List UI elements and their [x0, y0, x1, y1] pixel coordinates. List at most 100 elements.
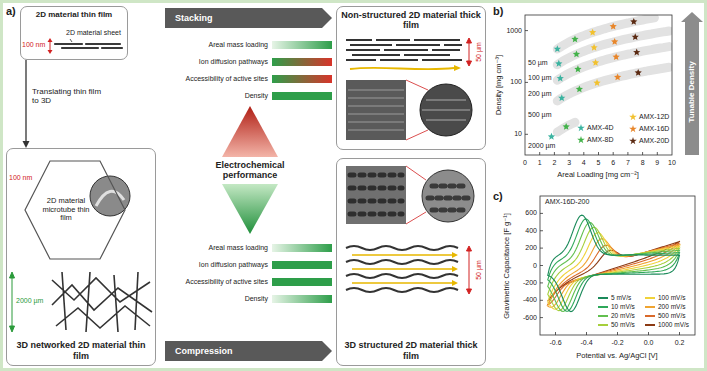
tick-label: 3 — [567, 159, 571, 167]
sem-image — [346, 166, 406, 224]
property-label: Ion diffusion pathways — [199, 58, 268, 66]
property-bar — [272, 75, 332, 83]
property-bar — [272, 92, 332, 100]
legend-label: 5 mV/s — [611, 294, 631, 301]
data-star — [613, 53, 620, 60]
performance-triangle — [222, 184, 278, 234]
scale-arrow — [50, 41, 51, 51]
arrow-shape — [165, 341, 332, 361]
tick-label: 8 — [641, 159, 645, 167]
tick-label: 0 — [533, 261, 537, 269]
ion-path-arrow — [350, 68, 454, 70]
data-star — [611, 38, 618, 45]
data-star — [633, 49, 640, 56]
legend-label: 200 mV/s — [658, 303, 685, 310]
scale-arrow-head — [48, 38, 53, 54]
property-label: Accessibility of active sites — [186, 278, 268, 286]
leader-line — [70, 39, 72, 42]
data-star — [573, 50, 580, 57]
thickness-band — [557, 122, 575, 132]
data-star — [576, 85, 583, 92]
thickness-band — [557, 67, 669, 101]
data-star — [574, 65, 581, 72]
property-label: Accessibility of active sites — [186, 75, 268, 83]
data-star — [614, 73, 621, 80]
tick-label: -0.2 — [611, 339, 623, 347]
legend-swatch — [629, 125, 637, 133]
sem-image — [346, 80, 406, 140]
edge-label: Translating thin film to 3D — [32, 87, 106, 105]
axis-title: Density [mg cm⁻³] — [495, 55, 504, 115]
tick-label: -200 — [523, 279, 537, 287]
box-title: 3D structured 2D material thick film — [337, 340, 485, 361]
tick-label: 0.2 — [675, 339, 685, 347]
part-label: 2D material sheet — [66, 29, 121, 37]
property-label: Areal mass loading — [208, 41, 268, 49]
performance-triangle — [222, 106, 278, 157]
axis-title: Gravimetric Capacitance [F g⁻¹] — [503, 213, 512, 319]
tick-label: -400 — [523, 296, 537, 304]
legend-swatch — [598, 297, 608, 299]
sem-texture — [348, 90, 404, 130]
arrow-label: Compression — [175, 346, 233, 356]
tube-network — [52, 272, 152, 332]
data-star — [571, 35, 578, 42]
legend-label: 10 mV/s — [611, 303, 635, 310]
box-title: 3D networked 2D material thin film — [7, 340, 155, 361]
legend-label: AMX-4D — [587, 124, 613, 132]
sem-pores — [428, 186, 468, 210]
scale-label: 2000 µm — [16, 297, 43, 305]
property-label: Ion diffusion pathways — [199, 261, 268, 269]
axis-title: Potential vs. Ag/AgCl [V] — [576, 352, 657, 361]
legend-label: AMX-12D — [639, 113, 669, 121]
property-bar — [272, 295, 332, 303]
legend-swatch — [629, 137, 637, 145]
arrow-label: Tunable Density — [687, 61, 696, 122]
legend-swatch — [577, 136, 585, 144]
arrow-head — [23, 141, 30, 148]
microtube-hexagon: 2D material microtube thin film — [25, 161, 125, 259]
tick-label: 7 — [626, 159, 630, 167]
tick-label: 600 — [525, 209, 537, 217]
panel-letter: c) — [493, 190, 503, 203]
data-star — [592, 59, 599, 66]
sem-pores — [350, 175, 402, 214]
arrow-shape — [681, 12, 703, 155]
legend-label: 20 mV/s — [611, 312, 635, 319]
scale-label: 100 nm — [22, 41, 45, 49]
tick-label: 4 — [582, 159, 586, 167]
panel-letter: b) — [493, 5, 503, 18]
scale-label: 50 µm — [475, 260, 483, 280]
thickness-bands — [557, 18, 669, 132]
tick-label: 0 — [523, 159, 527, 167]
data-star — [558, 94, 565, 101]
ion-path-arrow — [352, 255, 452, 283]
thickness-label: 100 µm — [528, 74, 552, 82]
data-star — [610, 23, 617, 30]
thickness-label: 200 µm — [528, 90, 552, 98]
legend-swatch — [598, 306, 608, 308]
material-sheet — [55, 44, 122, 48]
legend-label: AMX-16D — [639, 125, 669, 133]
legend-swatch — [645, 315, 655, 317]
sem-texture — [422, 100, 470, 120]
tick-marks — [525, 31, 657, 155]
data-star — [630, 18, 637, 25]
legend-label: 1000 mV/s — [658, 321, 689, 328]
tick-label: -600 — [523, 314, 537, 322]
scale-arrow — [467, 246, 472, 294]
data-star — [590, 44, 597, 51]
connector-line — [25, 60, 26, 142]
box-title: Non-structured 2D material thick film — [337, 10, 485, 31]
data-star — [548, 133, 555, 140]
property-label: Areal mass loading — [208, 244, 268, 252]
legend-label: 100 mV/s — [658, 294, 685, 301]
data-star — [635, 69, 642, 76]
structured-sheets — [346, 246, 458, 292]
tick-label: 400 — [525, 227, 537, 235]
thickness-label: 50 µm — [528, 59, 548, 67]
plot-frame — [525, 15, 672, 155]
legend-label: AMX-20D — [639, 137, 669, 145]
legend-swatch — [645, 324, 655, 326]
property-label: Density — [245, 92, 268, 100]
